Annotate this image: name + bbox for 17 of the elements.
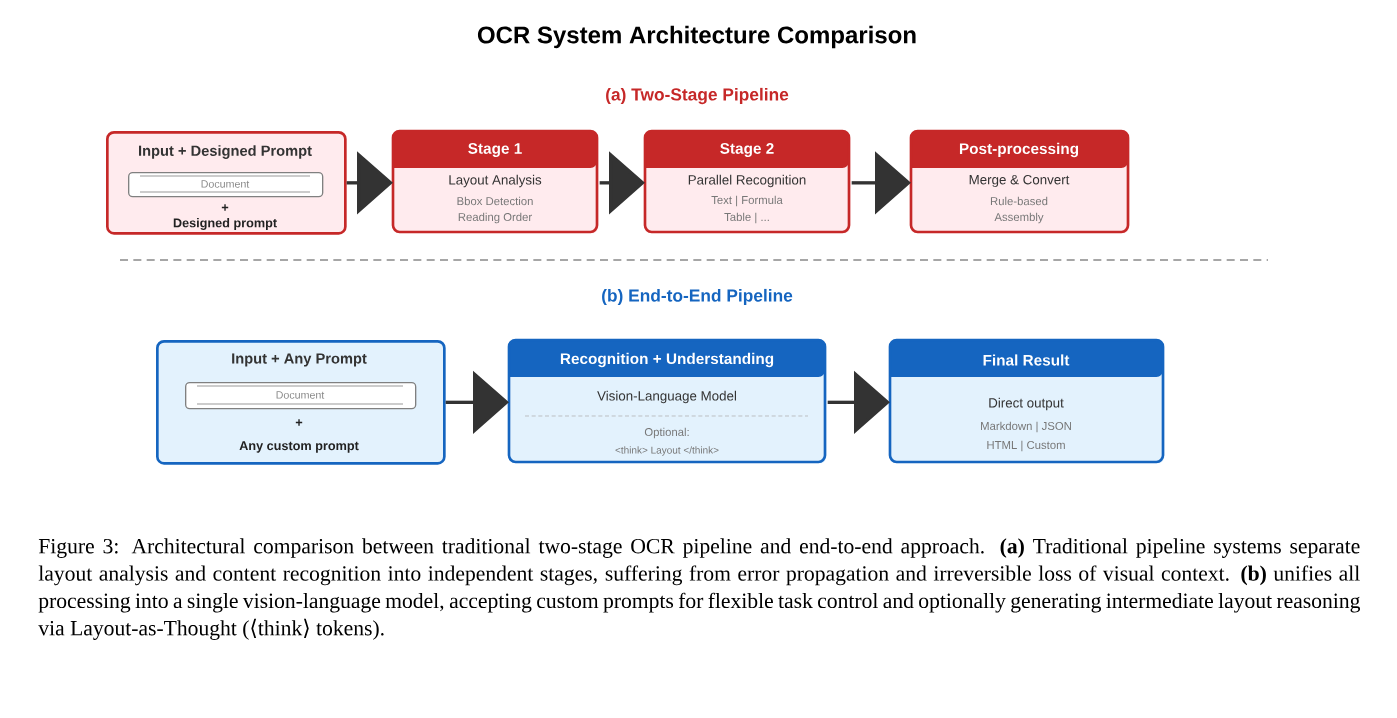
node-label: Designed prompt	[173, 218, 277, 230]
section-label: (b) End-to-End Pipeline	[602, 288, 793, 306]
stage-box: Final Result Direct output Markdown | JSON HTML | Custom	[888, 338, 1165, 464]
node-label: Input + Designed Prompt	[139, 145, 312, 159]
document-field: Document	[185, 382, 417, 410]
document-field: Document	[128, 172, 324, 198]
section-label: (a) Two-Stage Pipeline	[606, 87, 789, 105]
stage-box: Stage 2 Parallel Recognition Text | Formula Table | ...	[643, 129, 851, 234]
node-label: Any custom prompt	[239, 441, 359, 453]
caption: Figure 3: Architectural comparison between traditional two-stage OCR pipeline and end-to-end approach. (a) Traditional pipeline systems separate layout analysis and content recognition into independent stages, suffering from error propagation and irreversible loss of visual context. (b) unifies all processing into a single vision-language model, accepting custom prompts for flexible task control and optionally generating intermediate layout reasoning via Layout-as-Thought (⟨think⟩ tokens).	[38, 538, 1360, 640]
node-label: +	[221, 204, 229, 211]
stage-box: Recognition + Understanding Vision-Language Model Optional: <think> Layout </think>	[507, 338, 827, 464]
title: OCR System Architecture Comparison	[477, 25, 916, 49]
node-label: Input + Any Prompt	[232, 353, 367, 367]
stage-box: Post-processing Merge & Convert Rule-based Assembly	[909, 129, 1130, 234]
node-label: +	[295, 419, 303, 426]
stage-box: Stage 1 Layout Analysis Bbox Detection Reading Order	[391, 129, 599, 234]
